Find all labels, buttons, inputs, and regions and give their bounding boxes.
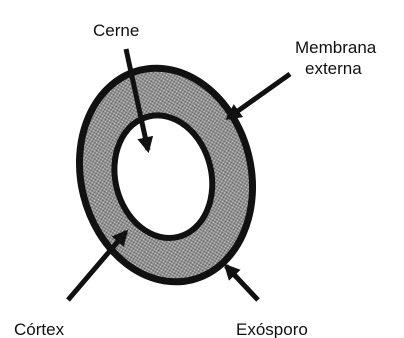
cortex-arrow [68, 232, 126, 300]
exosporium-arrow [226, 266, 258, 300]
outer-membrane-label-line2: externa [305, 59, 362, 78]
exosporium-label: Exósporo [236, 320, 308, 338]
spore [57, 50, 274, 301]
cortex-label: Córtex [14, 320, 65, 338]
core-label: Cerne [93, 21, 139, 40]
outer-membrane-arrow [228, 74, 290, 118]
outer-membrane-label-line1: Membrana [295, 38, 377, 57]
